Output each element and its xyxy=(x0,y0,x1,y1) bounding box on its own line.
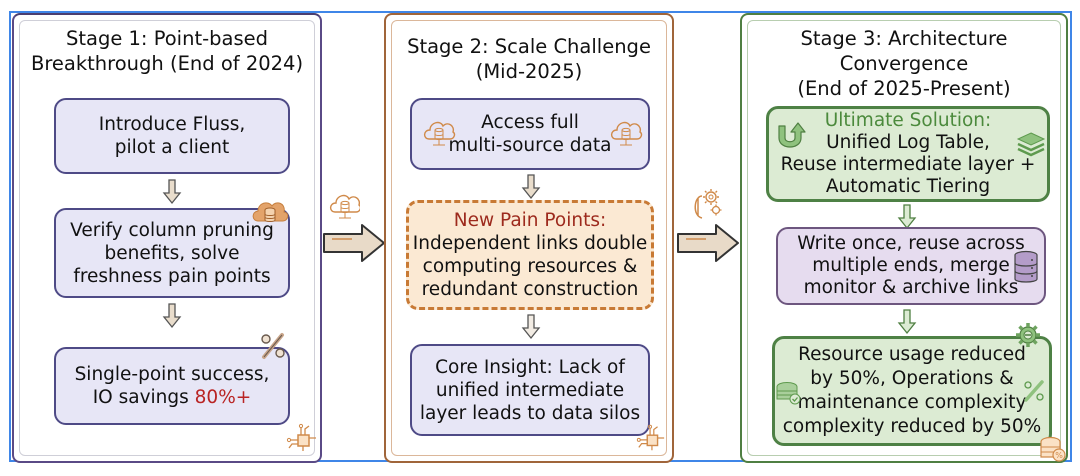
pain-points-heading: New Pain Points: xyxy=(453,210,607,231)
percent-icon xyxy=(261,333,285,359)
stage-3-title-line: (End of 2025-Present) xyxy=(797,77,1011,100)
step-text: Resource usage reduced xyxy=(798,344,1026,365)
down-arrow-icon xyxy=(521,314,541,340)
step-text: IO savings 80%+ xyxy=(93,386,252,409)
down-arrow-icon xyxy=(521,174,541,200)
stage-1-step-3: Single-point success, IO savings 80%+ xyxy=(54,347,290,425)
stage-1-title-line: Breakthrough (End of 2024) xyxy=(30,52,304,75)
step-text: redundant construction xyxy=(421,279,639,300)
step-text: benefits, solve xyxy=(104,242,240,264)
io-savings-value: 80%+ xyxy=(194,387,252,408)
stage-2-title-line: (Mid-2025) xyxy=(475,60,583,83)
step-text: pilot a client xyxy=(114,137,230,158)
gear-icon xyxy=(1016,323,1040,347)
stage-2-step-3: Core Insight: Lack of unified intermedia… xyxy=(410,344,650,436)
stage-2-pain-points: New Pain Points: Independent links doubl… xyxy=(406,200,654,310)
step-text: multiple ends, merge xyxy=(812,255,1010,276)
down-arrow-icon xyxy=(897,204,917,230)
step-text: by 50%, Operations & xyxy=(810,368,1014,389)
step-text: Access full xyxy=(481,112,579,133)
step-text: layer leads to data silos xyxy=(419,402,641,424)
down-arrow-icon xyxy=(897,309,917,335)
stage-2-step-1: Access full multi-source data xyxy=(410,98,650,170)
io-savings-label: IO savings xyxy=(92,387,195,408)
stage-3-step-2: Write once, reuse across multiple ends, … xyxy=(776,227,1046,305)
step-text: maintenance complexity xyxy=(797,392,1027,413)
stage-2-panel: Stage 2: Scale Challenge (Mid-2025) Acce… xyxy=(384,13,674,463)
step-text: Introduce Fluss, xyxy=(98,114,246,135)
step-text: Core Insight: Lack of xyxy=(435,356,625,378)
stage-1-step-2: Verify column pruning benefits, solve fr… xyxy=(54,208,290,298)
circuit-chip-icon xyxy=(636,424,665,451)
step-text: monitor & archive links xyxy=(803,277,1019,298)
step-text: complexity reduced by 50% xyxy=(782,416,1042,437)
stage-2-title-line: Stage 2: Scale Challenge xyxy=(407,35,651,58)
step-text: Independent links double xyxy=(412,233,648,254)
stage-3-title: Stage 3: Architecture Convergence (End o… xyxy=(742,26,1066,101)
database-icon xyxy=(1014,250,1038,283)
step-text: Automatic Tiering xyxy=(825,176,991,197)
cloud-database-icon xyxy=(329,194,360,219)
circuit-chip-icon xyxy=(286,423,316,451)
stage-3-ultimate-solution: Ultimate Solution: Unified Log Table, Re… xyxy=(766,106,1050,202)
cloud-database-icon xyxy=(423,121,456,146)
stage-3-panel: Stage 3: Architecture Convergence (End o… xyxy=(740,13,1068,463)
ultimate-solution-heading: Ultimate Solution: xyxy=(824,110,992,131)
step-text: Reuse intermediate layer + xyxy=(780,154,1036,175)
cloud-database-icon xyxy=(610,121,643,146)
gears-icon xyxy=(694,189,722,219)
stage-3-step-3: Resource usage reduced by 50%, Operation… xyxy=(772,336,1052,446)
u-turn-arrow-icon xyxy=(778,122,806,148)
stage-transition-arrow-1 xyxy=(323,224,385,262)
stage-1-title: Stage 1: Point-based Breakthrough (End o… xyxy=(14,26,320,76)
step-text: multi-source data xyxy=(448,135,612,156)
stage-1-panel: Stage 1: Point-based Breakthrough (End o… xyxy=(12,13,322,463)
down-arrow-icon xyxy=(162,303,182,329)
stage-3-title-line: Stage 3: Architecture xyxy=(800,27,1008,50)
stage-1-step-1: Introduce Fluss, pilot a client xyxy=(54,98,290,174)
step-text: Write once, reuse across xyxy=(797,233,1025,254)
step-text: Unified Log Table, xyxy=(826,132,990,153)
step-text: freshness pain points xyxy=(73,265,271,287)
step-text: computing resources & xyxy=(422,256,638,277)
server-percent-icon: % xyxy=(1040,436,1066,462)
stage-3-title-line: Convergence xyxy=(839,52,969,75)
svg-text:%: % xyxy=(1055,451,1063,460)
percent-icon xyxy=(1024,380,1044,402)
stage-1-title-line: Stage 1: Point-based xyxy=(65,27,269,50)
down-arrow-icon xyxy=(162,179,182,205)
layers-icon xyxy=(1016,132,1046,157)
stage-transition-arrow-2 xyxy=(677,224,739,262)
stage-2-title: Stage 2: Scale Challenge (Mid-2025) xyxy=(386,34,672,84)
cloud-database-icon xyxy=(252,202,289,222)
step-text: unified intermediate xyxy=(435,379,625,401)
step-text: Single-point success, xyxy=(74,364,270,385)
step-text: Verify column pruning xyxy=(70,219,274,241)
server-check-icon xyxy=(776,382,801,405)
